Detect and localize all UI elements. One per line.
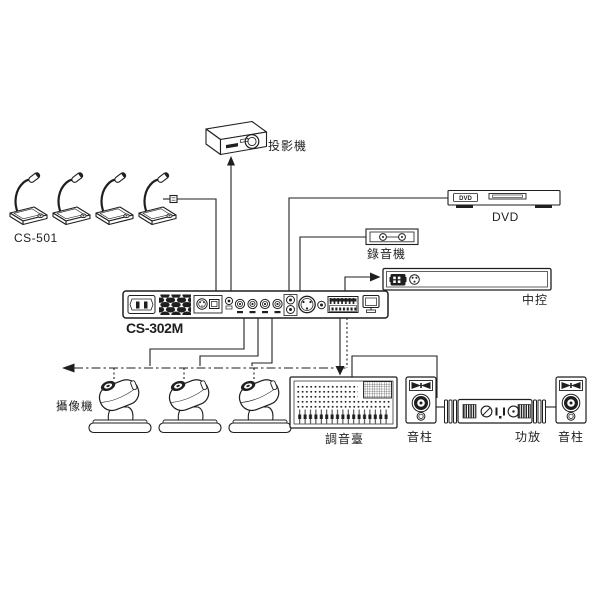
microphone-icon-2 (51, 170, 92, 226)
aux-jack-icon (224, 296, 234, 310)
wire-unit-to-cameras-3 (251, 318, 273, 366)
ptz-camera-icon-1 (88, 371, 152, 434)
label-speaker-right: 音柱 (558, 430, 585, 444)
label-main-unit: CS-302M (126, 320, 184, 336)
rca-jacks-group (234, 298, 283, 314)
arrow-right-to-central-control (370, 272, 381, 282)
fan-grille-icon (159, 294, 191, 315)
label-amplifier: 功放 (515, 430, 542, 444)
monitor-port-icon (362, 294, 380, 313)
arrow-up-to-projector (227, 156, 235, 166)
label-central-control: 中控 (522, 293, 549, 307)
wire-mics-to-unit (177, 198, 217, 291)
label-cameras: 攝像機 (56, 401, 94, 413)
label-dvd: DVD (492, 210, 519, 224)
stacked-rca-group (283, 294, 298, 316)
wire-recorder-to-unit (299, 236, 366, 291)
trs-jack-icon (317, 300, 326, 310)
wire-mixer-to-amplifier (351, 355, 438, 398)
arrow-left-camera-bus (62, 363, 75, 373)
wire-unit-to-cameras-2 (199, 318, 259, 366)
arrow-down-to-mixer (335, 366, 345, 376)
power-inlet-icon (127, 295, 156, 314)
central-control-port-icon (389, 274, 407, 286)
xlr-connector-icon (298, 295, 316, 314)
ptz-camera-icon-3 (228, 371, 292, 434)
label-mixer: 調音臺 (325, 432, 365, 446)
wire-dvd-to-unit (288, 197, 448, 291)
central-control-unit (382, 267, 552, 291)
amplifier-icon (444, 398, 546, 424)
projector-icon (205, 120, 268, 156)
label-speaker-left: 音柱 (407, 430, 434, 444)
mixer-pad-icon (363, 381, 392, 399)
dvd-player-icon: DVD (447, 189, 561, 208)
wire-unit-to-cameras-1 (149, 318, 245, 366)
ptz-camera-icon-2 (158, 371, 222, 434)
mixer-faders-icon (297, 409, 389, 424)
label-recorder: 錄音機 (367, 247, 407, 261)
microphone-icon-1 (8, 170, 49, 226)
label-microphones: CS-501 (14, 231, 58, 245)
speaker-column-right-icon (554, 375, 588, 425)
main-unit-rear-panel (122, 290, 389, 319)
mixer-console-icon (289, 376, 398, 429)
microphone-icon-3 (94, 170, 135, 226)
terminal-block-icon (327, 296, 359, 313)
mic-cable-connector (163, 194, 178, 204)
dvd-front-badge: DVD (459, 196, 472, 202)
central-control-dial-icon (409, 274, 420, 285)
tape-recorder-icon (365, 228, 419, 246)
label-projector: 投影機 (268, 139, 308, 153)
wire-unit-to-central-control (344, 276, 370, 296)
usb-din-port-group (193, 295, 223, 314)
speaker-column-left-icon (404, 375, 438, 425)
